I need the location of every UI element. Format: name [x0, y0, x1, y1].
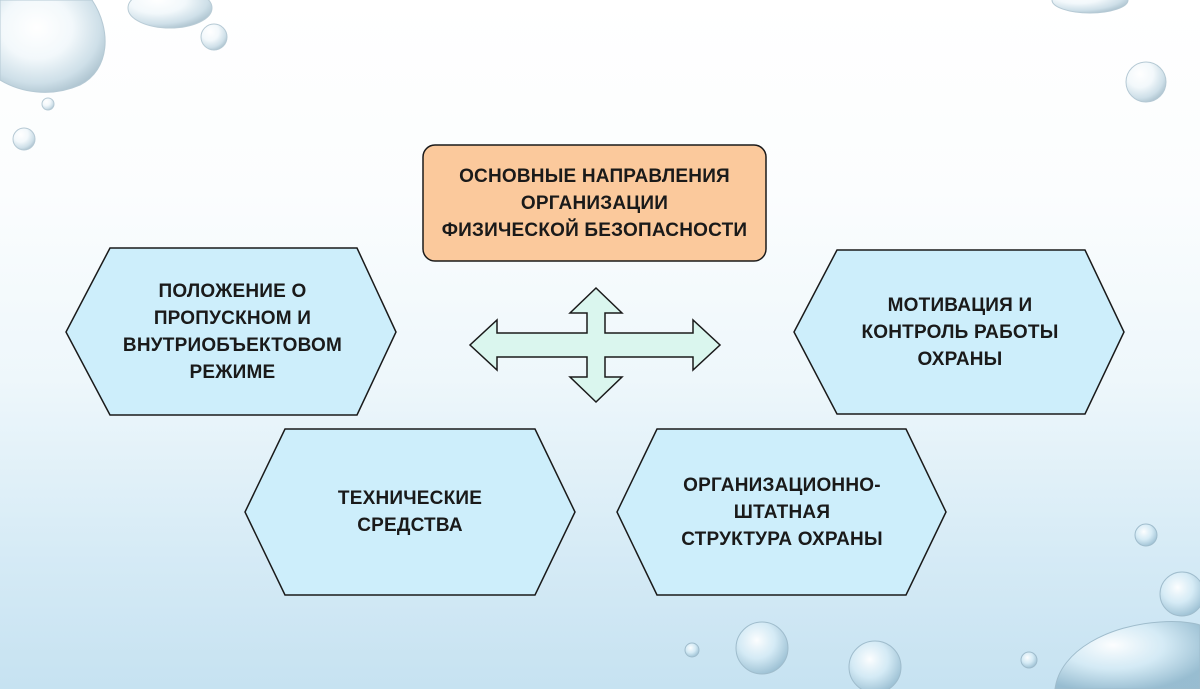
- node-pass-regime-text: ПОЛОЖЕНИЕ О ПРОПУСКНОМ И ВНУТРИОБЪЕКТОВО…: [100, 264, 365, 400]
- water-drop-icon: [12, 127, 36, 151]
- center-title-text: ОСНОВНЫЕ НАПРАВЛЕНИЯ ОРГАНИЗАЦИИ ФИЗИЧЕС…: [423, 145, 766, 261]
- node-line: МОТИВАЦИЯ И: [887, 294, 1033, 316]
- hexagon-bottom-right: [616, 428, 947, 596]
- node-technical-means-text: ТЕХНИЧЕСКИЕ СРЕДСТВА: [276, 444, 544, 580]
- node-motivation-text: МОТИВАЦИЯ И КОНТРОЛЬ РАБОТЫ ОХРАНЫ: [826, 264, 1094, 400]
- water-drop-icon: [1125, 61, 1167, 103]
- node-line: ПОЛОЖЕНИЕ О: [158, 281, 307, 302]
- node-org-structure-text: ОРГАНИЗАЦИОННО- ШТАТНАЯ СТРУКТУРА ОХРАНЫ: [648, 444, 916, 580]
- water-drop-icon: [1051, 0, 1129, 14]
- hexagon-top-right: [793, 249, 1125, 415]
- node-line: ОХРАНЫ: [917, 348, 1003, 370]
- water-drop-icon: [127, 0, 213, 29]
- node-line: ОРГАНИЗАЦИОННО-: [683, 474, 881, 496]
- water-drop-icon: [41, 97, 55, 111]
- water-drop-icon: [0, 0, 106, 93]
- node-line: СРЕДСТВА: [357, 515, 463, 536]
- center-title-box: [422, 144, 767, 262]
- hexagon-top-left: [65, 247, 397, 416]
- node-line: ПРОПУСКНОМ И: [153, 308, 312, 329]
- water-drop-icon: [735, 621, 789, 675]
- hexagon-bottom-left: [244, 428, 576, 596]
- water-drop-icon: [1020, 651, 1038, 669]
- node-line: СТРУКТУРА ОХРАНЫ: [681, 528, 883, 550]
- node-line: ТЕХНИЧЕСКИЕ: [337, 488, 483, 509]
- node-line: ШТАТНАЯ: [733, 501, 831, 523]
- node-line: РЕЖИМЕ: [189, 362, 276, 383]
- water-drop-icon: [200, 23, 228, 51]
- water-drop-icon: [1159, 571, 1200, 617]
- center-title-line: ОСНОВНЫЕ НАПРАВЛЕНИЯ: [459, 165, 730, 187]
- center-title-line: ФИЗИЧЕСКОЙ БЕЗОПАСНОСТИ: [441, 219, 748, 241]
- water-drop-icon: [684, 642, 700, 658]
- node-line: ВНУТРИОБЪЕКТОВОМ: [122, 335, 343, 356]
- four-way-arrow-icon: [468, 286, 722, 404]
- node-line: КОНТРОЛЬ РАБОТЫ: [861, 321, 1059, 343]
- center-title-line: ОРГАНИЗАЦИИ: [520, 192, 669, 214]
- water-drop-icon: [848, 640, 902, 689]
- water-drop-icon: [1054, 621, 1200, 689]
- water-drop-icon: [1134, 523, 1158, 547]
